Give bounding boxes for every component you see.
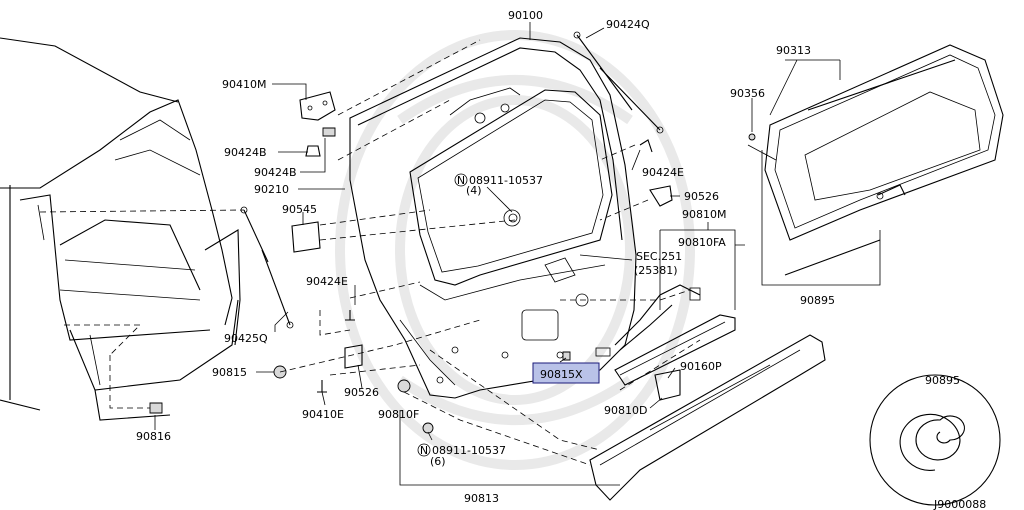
label-90313[interactable]: 90313 xyxy=(776,44,811,57)
label-90895-2[interactable]: 90895 xyxy=(925,374,960,387)
svg-text:N: N xyxy=(457,174,465,187)
highlighted-part-box[interactable] xyxy=(532,362,600,384)
label-90813[interactable]: 90813 xyxy=(464,492,499,505)
callout-n-upper: N xyxy=(454,173,468,187)
label-90810d[interactable]: 90810D xyxy=(604,404,647,417)
label-90810m[interactable]: 90810M xyxy=(682,208,726,221)
part-labels: 90100 90424Q 90313 90410M 90356 90424B 9… xyxy=(136,9,986,510)
callout-n-lower: N xyxy=(417,443,431,457)
label-90810fa[interactable]: 90810FA xyxy=(678,236,726,249)
label-90424e-2[interactable]: 90424E xyxy=(306,275,348,288)
label-90526-1[interactable]: 90526 xyxy=(684,190,719,203)
license-lamp-seal xyxy=(291,221,321,253)
finisher-bar xyxy=(614,314,736,386)
diagram-id: J9000088 xyxy=(933,498,986,510)
label-90356[interactable]: 90356 xyxy=(730,87,765,100)
label-90545[interactable]: 90545 xyxy=(282,203,317,216)
label-90815x[interactable]: 90815X xyxy=(540,368,583,381)
label-90410e[interactable]: 90410E xyxy=(302,408,344,421)
label-90895-1[interactable]: 90895 xyxy=(800,294,835,307)
assembly-guide-lines xyxy=(39,39,701,466)
label-08911-lower-qty: (6) xyxy=(430,455,446,468)
watermark-emblem xyxy=(335,30,695,470)
back-door-panel xyxy=(349,37,637,399)
label-90424b-2[interactable]: 90424B xyxy=(254,166,297,179)
label-90815[interactable]: 90815 xyxy=(212,366,247,379)
label-90424q[interactable]: 90424Q xyxy=(606,18,650,31)
label-08911-lower[interactable]: 08911-10537 xyxy=(432,444,506,457)
seal-detail-circle xyxy=(869,374,1001,506)
back-door-finisher-lower xyxy=(589,334,826,501)
hinge-assembly xyxy=(299,91,336,157)
label-90160p[interactable]: 90160P xyxy=(680,360,722,373)
svg-text:N: N xyxy=(420,444,428,457)
gas-stay-right xyxy=(573,31,664,134)
label-sec-251[interactable]: SEC.251 xyxy=(636,250,682,263)
label-08911-upper-qty: (4) xyxy=(466,184,482,197)
label-90810f[interactable]: 90810F xyxy=(378,408,419,421)
label-90424b-1[interactable]: 90424B xyxy=(224,146,267,159)
back-window-glass xyxy=(764,44,1004,276)
label-90410m[interactable]: 90410M xyxy=(222,78,266,91)
bracket-small xyxy=(344,185,681,401)
label-90100[interactable]: 90100 xyxy=(508,9,543,22)
label-90425q[interactable]: 90425Q xyxy=(224,332,268,345)
label-90816[interactable]: 90816 xyxy=(136,430,171,443)
label-08911-upper[interactable]: 08911-10537 xyxy=(469,174,543,187)
label-90210[interactable]: 90210 xyxy=(254,183,289,196)
label-90526-2[interactable]: 90526 xyxy=(344,386,379,399)
label-90424e-1[interactable]: 90424E xyxy=(642,166,684,179)
gas-stay-left xyxy=(240,206,294,329)
leader-lines xyxy=(154,22,881,486)
label-sec-251-sub: (25381) xyxy=(634,264,678,277)
vehicle-rear-body xyxy=(0,37,241,421)
